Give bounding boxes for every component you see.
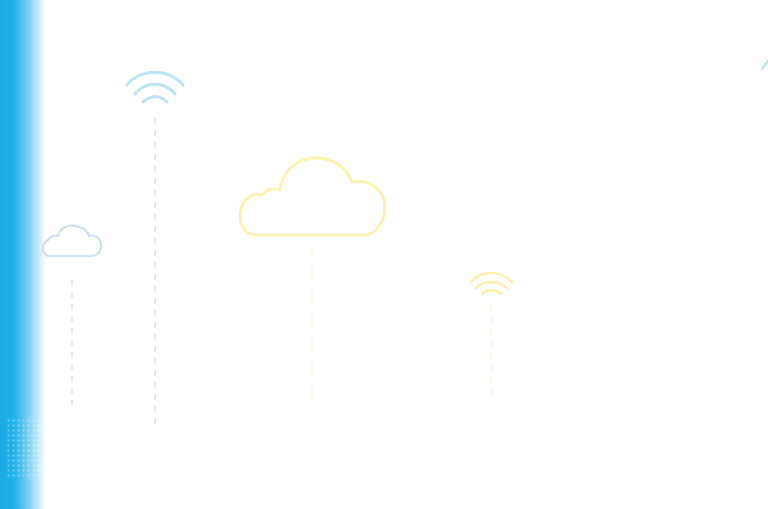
left-accent-bar xyxy=(0,0,46,509)
small-cloud-icon xyxy=(41,224,103,258)
wifi-icon-yellow xyxy=(469,271,514,296)
large-cloud-icon xyxy=(238,156,387,237)
wifi-icon xyxy=(125,70,185,104)
edge-fragment xyxy=(760,59,768,71)
dot-texture xyxy=(6,418,40,478)
